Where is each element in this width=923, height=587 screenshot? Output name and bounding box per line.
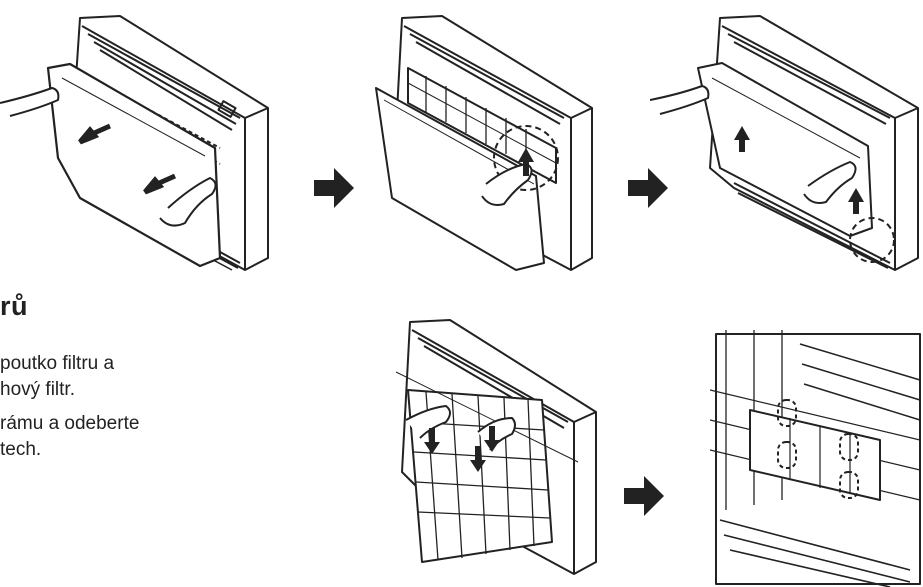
illustration-pull-out-filter [395,319,597,575]
section-heading: rů [0,291,28,321]
step-1-line-2: hový filtr. [0,379,75,400]
step-1-line-1: poutko filtru a [0,353,115,374]
right-arrow-icon [628,168,668,208]
right-arrow-icon [624,476,664,516]
illustration-open-front-panel [0,15,269,271]
illustration-filter-frame-closeup [710,330,921,587]
step-2-line-1: rámu a odeberte [0,413,140,434]
illustration-remove-front-panel [650,15,919,271]
step-2-line-2: tech. [0,439,42,460]
right-arrow-icon [314,168,354,208]
illustration-filter-exposed [375,15,593,271]
